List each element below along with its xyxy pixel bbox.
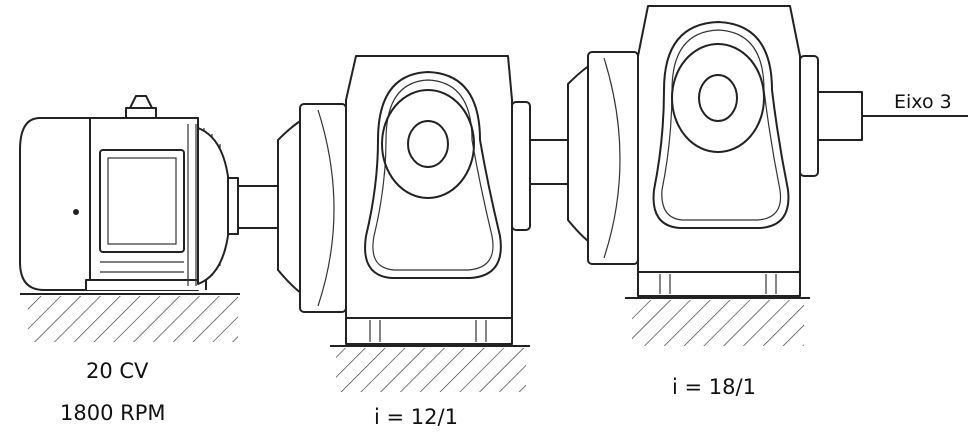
electric-motor [19, 95, 239, 291]
reducer-2-ratio-label: i = 18/1 [672, 375, 756, 399]
ground-under-reducer-2 [625, 297, 810, 346]
ground-under-motor [20, 293, 240, 342]
gear-reducer-1 [277, 55, 531, 345]
output-shaft [817, 91, 863, 141]
shaft-motor-reducer-1 [237, 185, 279, 229]
motor-speed-label: 1800 RPM [60, 401, 166, 425]
ground-under-reducer-1 [330, 345, 530, 392]
gear-reducer-2 [567, 5, 819, 297]
reducer-1-ratio-label: i = 12/1 [374, 405, 458, 429]
motor-power-label: 20 CV [86, 359, 149, 383]
shaft-reducer-1-reducer-2 [529, 139, 569, 185]
output-shaft-label: Eixo 3 [894, 91, 952, 113]
